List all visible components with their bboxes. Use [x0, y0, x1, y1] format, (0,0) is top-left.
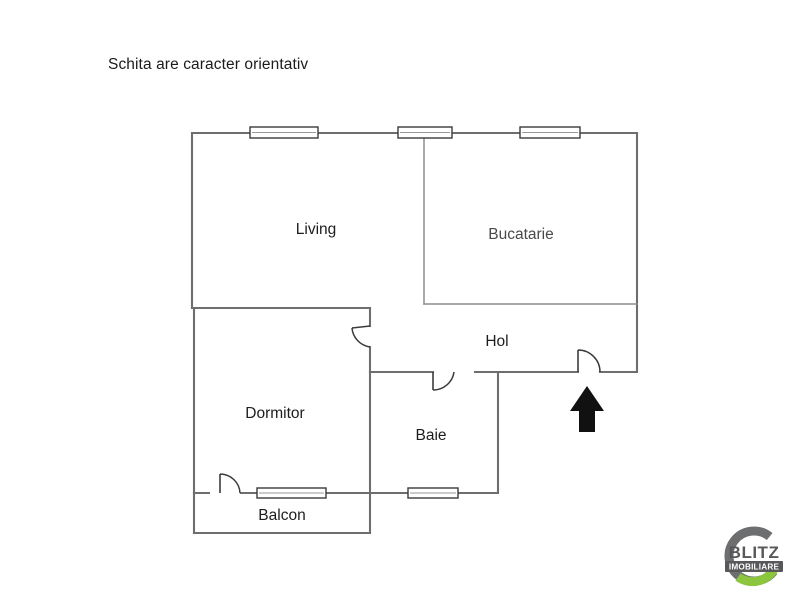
door-group	[219, 325, 601, 494]
brand-logo-graphic: BLITZ IMOBILIARE	[724, 526, 784, 587]
window-group	[249, 126, 581, 499]
wall-group-interior	[192, 132, 639, 535]
window-bucatarie-1	[397, 126, 453, 139]
window-living-1	[249, 126, 319, 139]
door-entrance	[577, 349, 601, 373]
room-label-dormitor: Dormitor	[245, 405, 304, 422]
room-label-balcon: Balcon	[258, 507, 305, 524]
logo-brand-text: BLITZ	[729, 543, 780, 562]
logo-subtitle-text: IMOBILIARE	[729, 563, 780, 572]
room-label-living: Living	[296, 221, 337, 238]
window-bucatarie-2	[519, 126, 581, 139]
logo-subtitle-band	[725, 561, 783, 572]
room-label-baie: Baie	[415, 427, 446, 444]
door-baie	[432, 371, 455, 391]
window-baie-1	[407, 487, 459, 499]
window-balcon-1	[256, 487, 327, 499]
door-balcon	[219, 473, 241, 494]
room-label-bucatarie: Bucatarie	[488, 226, 553, 243]
brand-logo: BLITZ IMOBILIARE	[718, 524, 790, 592]
page-title: Schita are caracter orientativ	[108, 56, 309, 73]
door-dormitor	[351, 325, 371, 348]
entrance-arrow	[570, 386, 604, 432]
room-label-hol: Hol	[485, 333, 508, 350]
